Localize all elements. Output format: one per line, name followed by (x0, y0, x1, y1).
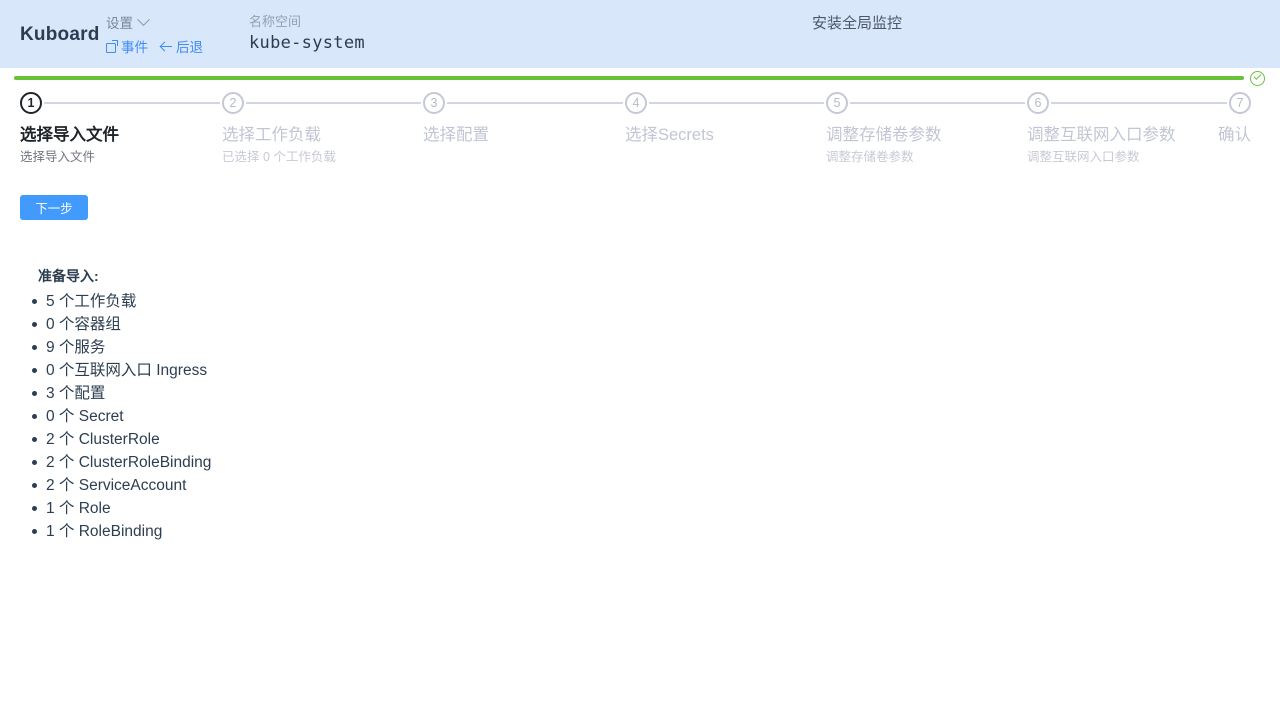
back-link[interactable]: 后退 (161, 36, 203, 56)
stepper-step-4[interactable]: 4 选择Secrets (625, 92, 824, 146)
step-connector (44, 102, 220, 104)
step-circle-4: 4 (625, 92, 647, 114)
settings-label: 设置 (106, 16, 133, 31)
stepper-step-2[interactable]: 2 选择工作负载已选择 0 个工作负载 (222, 92, 421, 165)
step-connector (649, 102, 824, 104)
external-link-icon (106, 39, 118, 53)
step-description: 调整互联网入口参数 (1027, 150, 1140, 164)
header-links: 事件 后退 (106, 36, 203, 56)
step-title: 调整存储卷参数 (826, 126, 942, 144)
step-circle-1: 1 (20, 92, 42, 114)
step-circle-7: 7 (1229, 92, 1251, 114)
summary-list-item: 3 个配置 (32, 382, 600, 405)
check-circle-icon (1250, 71, 1265, 86)
step-circle-5: 5 (826, 92, 848, 114)
step-head: 3 (423, 92, 623, 118)
stepper-step-3[interactable]: 3 选择配置 (423, 92, 623, 146)
summary-list-item: 1 个 Role (32, 497, 600, 520)
step-circle-3: 3 (423, 92, 445, 114)
step-head: 1 (20, 92, 220, 118)
summary-list-item: 0 个互联网入口 Ingress (32, 359, 600, 382)
settings-block: 设置 事件 后退 (106, 12, 203, 56)
summary-list-item: 2 个 ClusterRole (32, 428, 600, 451)
brand-logo[interactable]: Kuboard (20, 24, 100, 45)
step-title: 选择导入文件 (20, 126, 119, 144)
namespace-block[interactable]: 名称空间 kube-system (249, 13, 365, 55)
step-head: 6 (1027, 92, 1227, 118)
step-connector (447, 102, 623, 104)
summary-list-item: 1 个 RoleBinding (32, 520, 600, 543)
summary-list-item: 2 个 ServiceAccount (32, 474, 600, 497)
page-title: 安装全局监控 (812, 15, 903, 32)
summary-list-item: 5 个工作负载 (32, 290, 600, 313)
chevron-down-icon (137, 12, 150, 26)
step-connector (246, 102, 421, 104)
step-connector (850, 102, 1025, 104)
events-link-label: 事件 (121, 40, 148, 55)
step-head: 4 (625, 92, 824, 118)
step-circle-2: 2 (222, 92, 244, 114)
step-head: 5 (826, 92, 1025, 118)
arrow-left-icon (161, 41, 172, 52)
step-circle-6: 6 (1027, 92, 1049, 114)
summary-list-item: 2 个 ClusterRoleBinding (32, 451, 600, 474)
step-title: 选择Secrets (625, 126, 714, 144)
step-head: 7 (1049, 92, 1251, 118)
back-link-label: 后退 (176, 40, 203, 55)
app-header: Kuboard 设置 事件 后退 名称空间 kube-system 安装全局监控 (0, 0, 1280, 68)
summary-list-item: 9 个服务 (32, 336, 600, 359)
step-title: 选择工作负载 (222, 126, 321, 144)
step-title: 确认 (1218, 126, 1251, 144)
summary-title: 准备导入: (38, 268, 99, 284)
stepper-step-7[interactable]: 7 确认 (1049, 92, 1251, 146)
events-link[interactable]: 事件 (106, 36, 148, 56)
progress-bar (0, 68, 1280, 90)
next-step-button[interactable]: 下一步 (20, 195, 88, 220)
step-head: 2 (222, 92, 421, 118)
namespace-value: kube-system (249, 33, 365, 53)
settings-dropdown[interactable]: 设置 (106, 12, 203, 32)
summary-list-item: 0 个 Secret (32, 405, 600, 428)
progress-bar-fill (14, 76, 1244, 80)
step-title: 调整互联网入口参数 (1027, 126, 1176, 144)
step-title: 选择配置 (423, 126, 489, 144)
step-description: 已选择 0 个工作负载 (222, 150, 336, 164)
summary-list-item: 0 个容器组 (32, 313, 600, 336)
step-description: 选择导入文件 (20, 150, 96, 164)
step-description: 调整存储卷参数 (826, 150, 914, 164)
step-connector (1051, 102, 1227, 104)
namespace-label: 名称空间 (249, 14, 302, 29)
